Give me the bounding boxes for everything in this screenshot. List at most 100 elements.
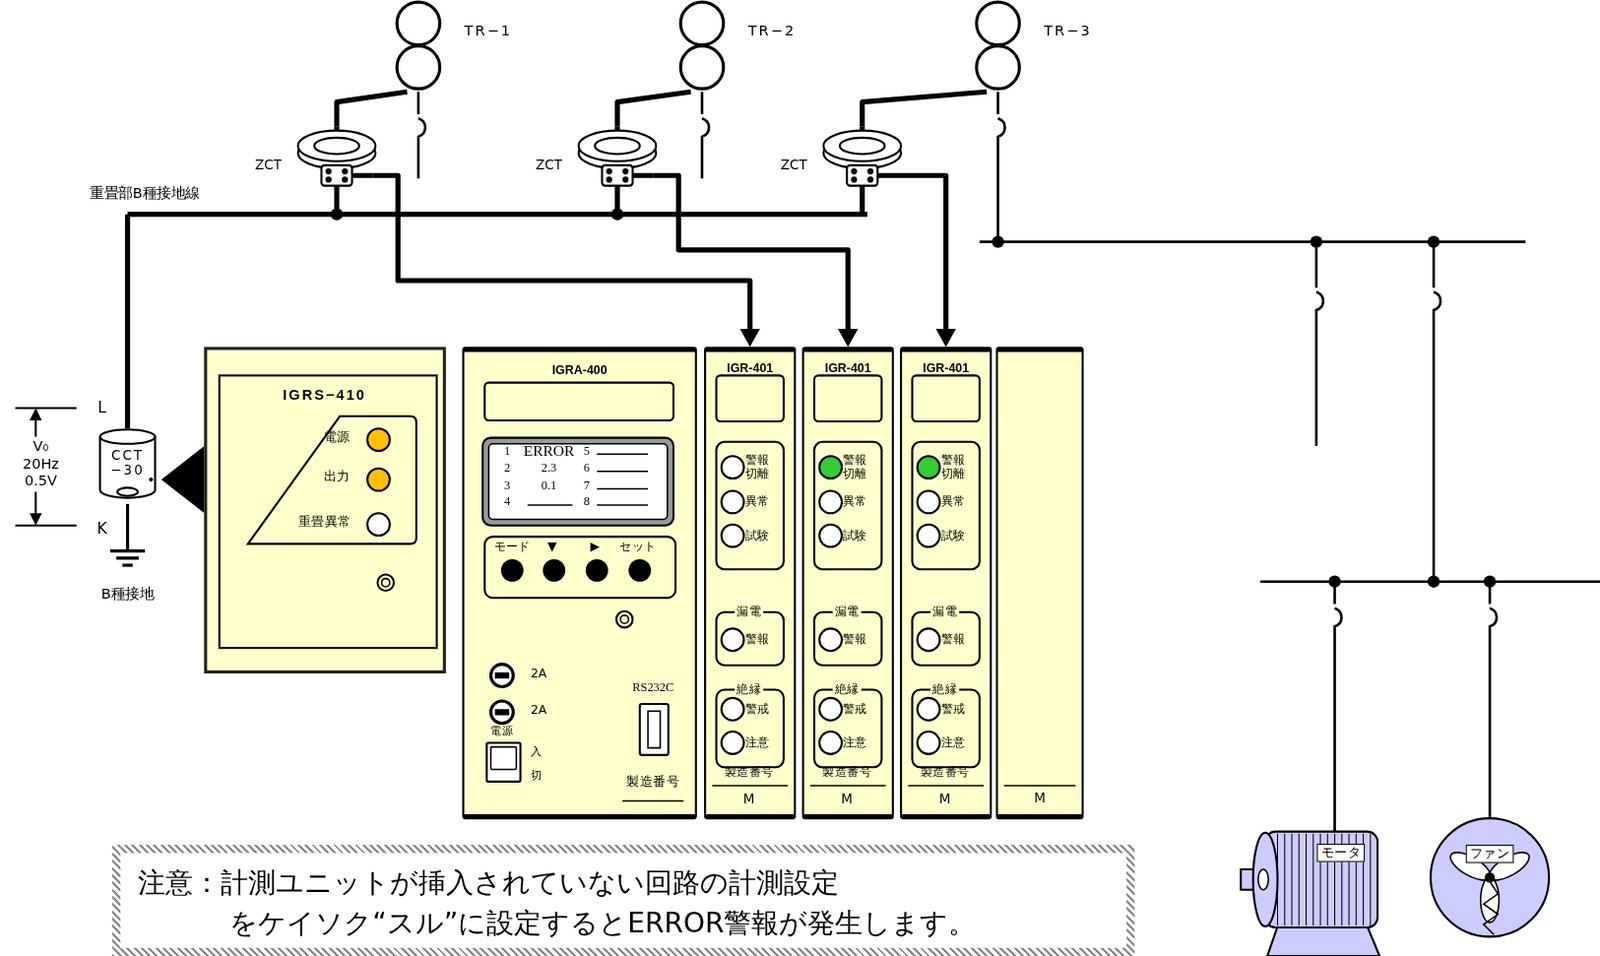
connector <box>171 478 204 482</box>
label: M <box>939 792 952 808</box>
node-label: IGR-401 <box>825 361 872 376</box>
label: 試験 <box>745 528 770 543</box>
label: 漏電 <box>734 605 764 620</box>
label: 警報 <box>745 633 770 647</box>
transformer-figure <box>676 0 830 92</box>
transformer-figure <box>972 0 1126 92</box>
label: M <box>743 792 756 808</box>
empty-slot: M <box>995 346 1084 820</box>
label: M <box>840 792 853 808</box>
label: 製造番号 <box>626 773 680 789</box>
label: 警戒 <box>842 702 868 716</box>
connector <box>652 175 848 339</box>
label: 絶縁 <box>832 683 862 698</box>
voltage-dimension <box>15 408 77 526</box>
motor: モータ <box>1236 816 1401 956</box>
igra-panel-figure <box>464 352 700 826</box>
label: 出力 <box>323 469 351 485</box>
node-label: TR−2 <box>748 22 797 39</box>
label: モード <box>494 540 531 555</box>
label: V₀ <box>33 439 50 455</box>
label: 7 <box>583 478 590 493</box>
label: 5 <box>583 444 590 458</box>
label: 異常 <box>745 495 770 510</box>
fan: ファン <box>1426 814 1554 956</box>
label: RS232C <box>632 681 674 696</box>
label: 8 <box>583 495 590 510</box>
transformer: TR−1 <box>392 0 546 92</box>
label: 1 <box>504 444 511 458</box>
zct-sensor: ZCT <box>255 127 373 191</box>
label: 絶縁 <box>734 683 764 698</box>
label: ▼ <box>547 540 558 555</box>
motor-figure <box>1236 816 1401 956</box>
label: 警報 <box>842 633 868 647</box>
node-label: ファン <box>1466 844 1515 864</box>
transformer-figure <box>392 0 546 92</box>
igrs-panel: IGRS−410 <box>203 346 447 674</box>
label: 2.3 <box>541 461 558 476</box>
label: 警報 切離 <box>941 453 968 481</box>
label: 電源 <box>490 725 513 739</box>
label: セット <box>619 540 656 555</box>
feeder-wire <box>418 91 1600 841</box>
node-label: IGRS−410 <box>282 386 367 403</box>
node-label: CCT −30 <box>104 448 152 479</box>
label: 4 <box>504 495 511 510</box>
label: 漏電 <box>930 605 960 620</box>
node-label: ZCT <box>255 157 282 173</box>
label: 漏電 <box>832 605 862 620</box>
connector <box>336 91 408 127</box>
label: 6 <box>583 461 590 476</box>
label: K <box>97 519 108 537</box>
transformer: TR−3 <box>972 0 1126 92</box>
label: 切 <box>530 768 542 782</box>
node-label: モータ <box>1316 843 1365 863</box>
label: 注意 <box>842 736 868 751</box>
label: 異常 <box>842 495 868 510</box>
node-label: IGR-401 <box>922 361 969 376</box>
label: B種接地 <box>101 585 154 602</box>
label: ▶ <box>589 540 600 555</box>
connector <box>897 175 947 339</box>
label: 0.5V <box>24 472 58 489</box>
transformer: TR−2 <box>676 0 830 92</box>
label: 製造番号 <box>920 766 970 780</box>
empty-slot-figure <box>998 352 1087 826</box>
connector <box>372 175 750 339</box>
node-label: TR−3 <box>1043 22 1092 39</box>
label: 重畳部B種接地線 <box>89 186 200 202</box>
measure-unit-figure <box>804 352 896 826</box>
label: 入 <box>530 746 542 760</box>
node-label: ZCT <box>535 157 563 173</box>
zct-sensor: ZCT <box>780 127 898 191</box>
node-label: TR−1 <box>464 22 513 39</box>
label: 注意 <box>941 736 966 751</box>
node-label: M <box>1033 791 1046 807</box>
fan-figure <box>1426 814 1554 956</box>
label: L <box>97 399 107 417</box>
label: 試験 <box>941 528 966 543</box>
node-label: 注意：計測ユニットが挿入されていない回路の計測設定 をケイソク“スル”に設定する… <box>137 862 1118 945</box>
node-label: IGRA-400 <box>552 363 608 378</box>
ground-symbol <box>110 504 145 566</box>
label: 警戒 <box>941 702 966 716</box>
label: 警報 切離 <box>842 453 870 481</box>
label: 製造番号 <box>724 766 774 780</box>
measure-unit-figure <box>705 352 798 826</box>
connector <box>862 91 987 127</box>
label: 20Hz <box>22 456 60 473</box>
label: 0.1 <box>541 478 558 493</box>
cct-transformer: CCT −30 <box>93 426 161 505</box>
label: 絶縁 <box>930 683 960 698</box>
label: 試験 <box>842 528 868 543</box>
label: 異常 <box>941 495 966 510</box>
note-box: 注意：計測ユニットが挿入されていない回路の計測設定 をケイソク“スル”に設定する… <box>112 844 1135 956</box>
measure-unit-figure <box>901 352 994 826</box>
label: 警報 切離 <box>745 453 772 481</box>
label: 3 <box>504 478 511 493</box>
igra-panel: IGRA-400 <box>461 346 697 820</box>
label: 電源 <box>323 429 351 445</box>
node-label: IGR-401 <box>726 361 773 376</box>
